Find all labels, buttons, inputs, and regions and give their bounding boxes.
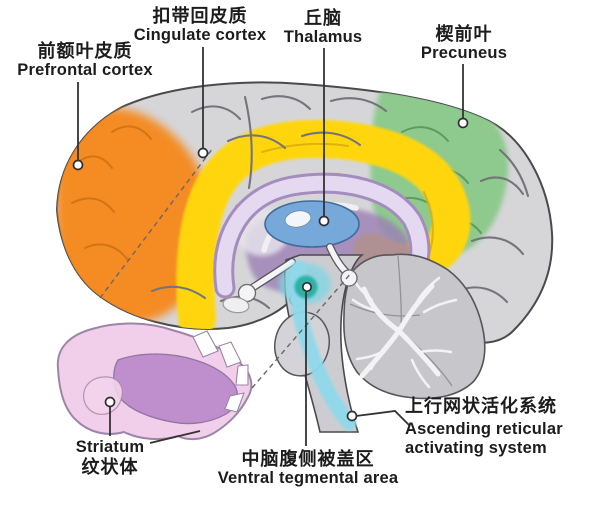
label-ascending-reticular-activating-system: 上行网状活化系统 Ascending reticular activating … xyxy=(405,396,563,458)
label-thalamus: 丘脑 Thalamus xyxy=(284,8,363,47)
dot-cingulate xyxy=(197,147,209,159)
dot-thalamus xyxy=(318,215,330,227)
prefrontal-sulci xyxy=(71,125,152,260)
striatum-inset xyxy=(56,322,253,441)
label-cingulate-zh: 扣带回皮质 xyxy=(152,6,248,26)
cerebellum-shape xyxy=(343,253,486,400)
label-vta-en: Ventral tegmental area xyxy=(217,469,399,487)
cerebellum-arbor-vitae xyxy=(351,276,458,389)
leader-aras xyxy=(355,410,411,427)
dot-vta xyxy=(301,281,313,293)
label-cingulate-cortex: 扣带回皮质 Cingulate cortex xyxy=(134,6,266,45)
label-aras-zh: 上行网状活化系统 xyxy=(405,396,557,416)
prefrontal-region-highlight xyxy=(57,108,212,324)
leader-lines xyxy=(77,47,464,446)
label-ventral-tegmental-area: 中脑腹侧被盖区 Ventral tegmental area xyxy=(218,449,398,488)
dot-prefrontal xyxy=(72,159,84,171)
temporal-white-oval xyxy=(222,296,250,314)
label-aras-en-line2: activating system xyxy=(405,439,547,457)
label-prefrontal-zh: 前额叶皮质 xyxy=(37,41,133,61)
dashed-line-upper xyxy=(99,147,214,299)
label-precuneus: 楔前叶 Precuneus xyxy=(421,24,507,63)
dot-striatum xyxy=(104,396,116,408)
label-striatum: Striatum 纹状体 xyxy=(76,438,145,477)
dashed-locator-lines xyxy=(99,147,353,389)
label-aras-en-line1: Ascending reticular xyxy=(405,420,563,438)
label-striatum-en: Striatum xyxy=(75,438,145,456)
internal-capsule-stripes xyxy=(192,330,249,413)
label-thalamus-en: Thalamus xyxy=(283,28,363,46)
label-precuneus-zh: 楔前叶 xyxy=(435,24,493,44)
corpus-callosum-band xyxy=(216,175,428,296)
label-prefrontal-en: Prefrontal cortex xyxy=(17,61,153,79)
dashed-line-lower xyxy=(251,271,353,389)
label-cingulate-en: Cingulate cortex xyxy=(133,26,267,44)
label-striatum-zh: 纹状体 xyxy=(81,457,139,477)
dot-precuneus xyxy=(457,117,469,129)
thalamus-ventricle-spot xyxy=(284,210,312,228)
label-precuneus-en: Precuneus xyxy=(420,44,508,62)
thalamus-shape xyxy=(264,200,360,248)
label-prefrontal-cortex: 前额叶皮质 Prefrontal cortex xyxy=(17,41,152,80)
label-thalamus-zh: 丘脑 xyxy=(304,8,342,28)
label-vta-zh: 中脑腹侧被盖区 xyxy=(241,449,375,469)
leader-dots xyxy=(72,117,469,422)
dot-aras xyxy=(346,410,358,422)
leader-striatum-2 xyxy=(149,430,201,444)
